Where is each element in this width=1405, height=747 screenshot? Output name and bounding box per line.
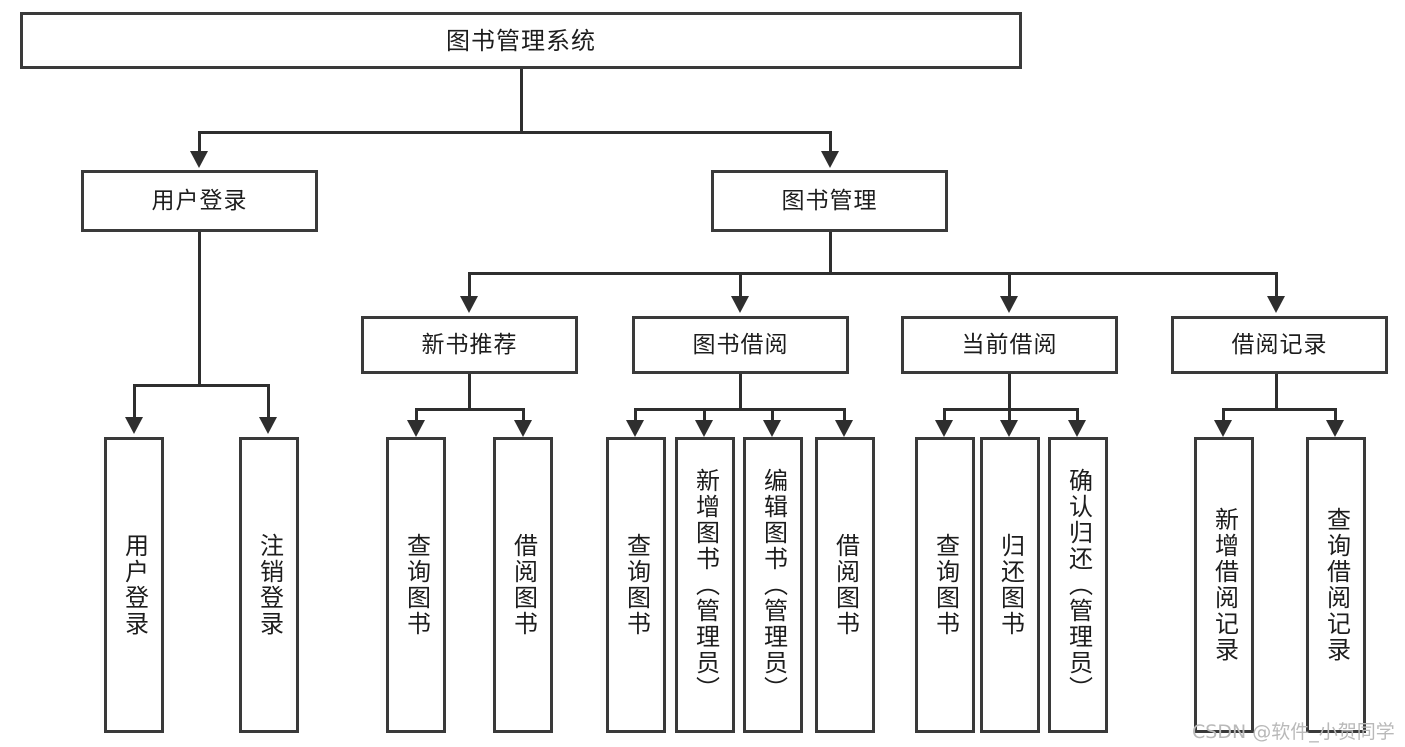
arrowhead-book-mgmt [821,151,839,168]
connector-book-borrow-drop-4 [843,408,846,420]
node-label: 图书管理 [781,187,878,214]
connector-book-mgmt-drop-4 [1275,272,1278,296]
leaf-user-login-login[interactable]: 用户登录 [104,437,164,733]
connector-book-mgmt-drop-2 [739,272,742,296]
arrowhead-leaf-new-book-1 [407,420,425,437]
connector-new-book-stem [468,374,471,408]
connector-user-login-drop-1 [133,384,136,417]
node-user-login[interactable]: 用户登录 [81,170,318,232]
connector-current-borrow-drop-3 [1076,408,1079,420]
node-current-borrow[interactable]: 当前借阅 [901,316,1118,374]
connector-current-borrow-drop-1 [943,408,946,420]
connector-book-borrow-stem [739,374,742,408]
connector-user-login-stem [198,232,201,384]
arrowhead-book-borrow [731,296,749,313]
leaf-label: 查询图书 [622,533,651,637]
node-label: 借阅记录 [1231,331,1328,358]
node-label: 当前借阅 [961,331,1058,358]
node-root-system[interactable]: 图书管理系统 [20,12,1022,69]
connector-book-borrow-drop-1 [634,408,637,420]
connector-new-book-bus [415,408,525,411]
arrowhead-leaf-user-login-1 [125,417,143,434]
leaf-label: 注销登录 [255,533,284,637]
arrowhead-leaf-book-borrow-1 [626,420,644,437]
arrowhead-user-login [190,151,208,168]
leaf-label: 编辑图书（管理员） [759,468,788,702]
arrowhead-leaf-book-borrow-3 [763,420,781,437]
arrowhead-leaf-borrow-record-1 [1214,420,1232,437]
leaf-book-borrow-add[interactable]: 新增图书（管理员） [675,437,735,733]
connector-user-login-drop-2 [267,384,270,417]
arrowhead-leaf-current-borrow-3 [1068,420,1086,437]
node-borrow-record[interactable]: 借阅记录 [1171,316,1388,374]
leaf-borrow-record-add[interactable]: 新增借阅记录 [1194,437,1254,733]
connector-borrow-record-bus [1222,408,1337,411]
leaf-current-borrow-return[interactable]: 归还图书 [980,437,1040,733]
connector-new-book-drop-1 [415,408,418,420]
connector-root-bus [198,131,832,134]
arrowhead-leaf-current-borrow-1 [935,420,953,437]
leaf-label: 新增图书（管理员） [691,468,720,702]
connector-borrow-record-drop-2 [1334,408,1337,420]
arrowhead-borrow-record [1267,296,1285,313]
connector-borrow-record-drop-1 [1222,408,1225,420]
node-book-borrow[interactable]: 图书借阅 [632,316,849,374]
arrowhead-current-borrow [1000,296,1018,313]
leaf-label: 归还图书 [996,533,1025,637]
node-label: 图书借阅 [692,331,789,358]
leaf-label: 查询借阅记录 [1322,507,1351,663]
arrowhead-leaf-user-login-2 [259,417,277,434]
arrowhead-leaf-borrow-record-2 [1326,420,1344,437]
leaf-label: 新增借阅记录 [1210,507,1239,663]
leaf-new-book-query[interactable]: 查询图书 [386,437,446,733]
connector-new-book-drop-2 [522,408,525,420]
leaf-current-borrow-confirm[interactable]: 确认归还（管理员） [1048,437,1108,733]
arrowhead-leaf-new-book-2 [514,420,532,437]
leaf-book-borrow-edit[interactable]: 编辑图书（管理员） [743,437,803,733]
connector-book-mgmt-bus [468,272,1278,275]
connector-root-to-book-mgmt [829,131,832,153]
connector-book-borrow-drop-2 [703,408,706,420]
connector-root-to-user-login [198,131,201,153]
connector-book-mgmt-stem [829,232,832,272]
arrowhead-leaf-book-borrow-4 [835,420,853,437]
leaf-new-book-borrow[interactable]: 借阅图书 [493,437,553,733]
leaf-borrow-record-query[interactable]: 查询借阅记录 [1306,437,1366,733]
node-label: 用户登录 [151,187,248,214]
leaf-book-borrow-query[interactable]: 查询图书 [606,437,666,733]
connector-book-mgmt-drop-1 [468,272,471,296]
arrowhead-leaf-book-borrow-2 [695,420,713,437]
leaf-label: 查询图书 [931,533,960,637]
csdn-watermark: CSDN @软件_小贺同学 [1192,721,1395,743]
leaf-label: 借阅图书 [831,533,860,637]
connector-book-borrow-drop-3 [771,408,774,420]
connector-user-login-bus [133,384,270,387]
node-book-management[interactable]: 图书管理 [711,170,948,232]
leaf-user-login-logout[interactable]: 注销登录 [239,437,299,733]
connector-borrow-record-stem [1275,374,1278,408]
leaf-label: 确认归还（管理员） [1064,468,1093,702]
node-label: 图书管理系统 [446,26,596,55]
node-label: 新书推荐 [421,331,518,358]
leaf-current-borrow-query[interactable]: 查询图书 [915,437,975,733]
leaf-label: 查询图书 [402,533,431,637]
connector-book-mgmt-drop-3 [1008,272,1011,296]
connector-book-borrow-bus [634,408,846,411]
leaf-label: 用户登录 [120,533,149,637]
arrowhead-new-book-recommend [460,296,478,313]
leaf-book-borrow-borrow[interactable]: 借阅图书 [815,437,875,733]
leaf-label: 借阅图书 [509,533,538,637]
connector-root-stem [520,69,523,131]
connector-current-borrow-stem [1008,374,1011,408]
connector-current-borrow-drop-2 [1008,408,1011,420]
node-new-book-recommend[interactable]: 新书推荐 [361,316,578,374]
arrowhead-leaf-current-borrow-2 [1000,420,1018,437]
connector-current-borrow-bus [943,408,1079,411]
